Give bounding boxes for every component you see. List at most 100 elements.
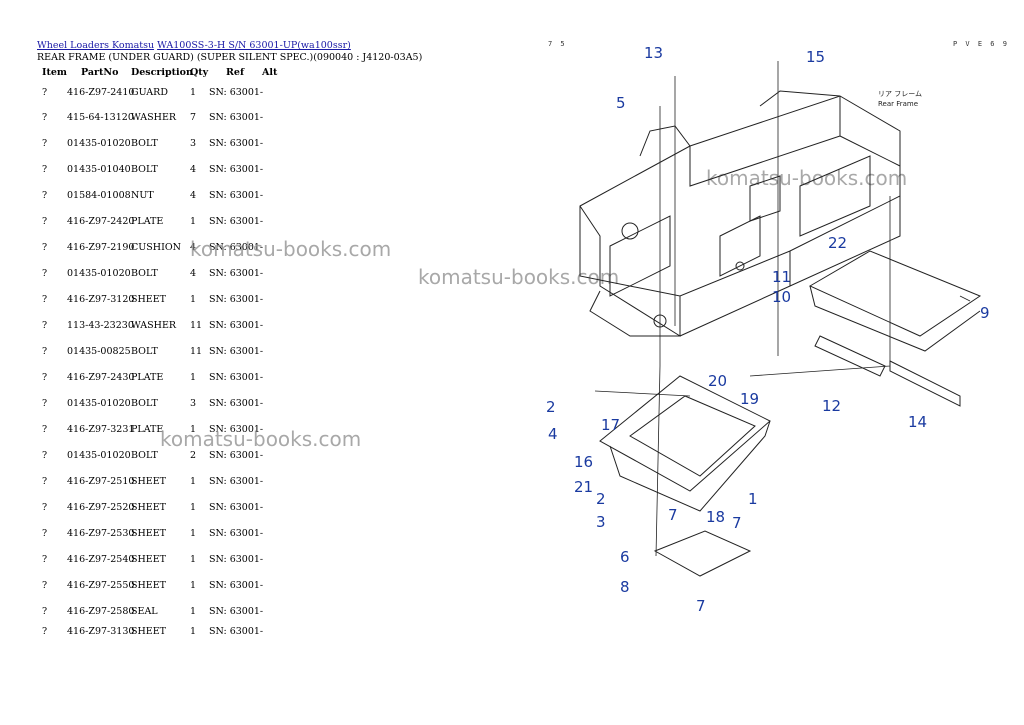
table-cell-partno: 416-Z97-2550 xyxy=(67,580,135,591)
under-guard-drawing xyxy=(599,250,982,577)
table-cell-qty: 4 xyxy=(190,164,197,175)
callout-number: 16 xyxy=(574,453,593,471)
table-cell-item: ? xyxy=(42,502,48,513)
table-cell-description: BOLT xyxy=(131,346,158,357)
table-cell-qty: 1 xyxy=(190,216,197,227)
table-cell-partno: 01435-01040 xyxy=(67,164,131,175)
table-cell-item: ? xyxy=(42,87,48,98)
callout-number: 3 xyxy=(596,513,606,531)
table-cell-item: ? xyxy=(42,268,48,279)
table-cell-partno: 416-Z97-2540 xyxy=(67,554,135,565)
table-cell-item: ? xyxy=(42,138,48,149)
table-cell-description: SHEET xyxy=(131,580,166,591)
table-cell-ref: SN: 63001- xyxy=(209,580,264,591)
table-cell-ref: SN: 63001- xyxy=(209,424,264,435)
table-cell-partno: 01584-01008 xyxy=(67,190,131,201)
table-cell-qty: 11 xyxy=(190,346,203,357)
table-cell-description: BOLT xyxy=(131,398,158,409)
table-cell-ref: SN: 63001- xyxy=(209,320,264,331)
callout-number: 5 xyxy=(616,94,626,112)
table-cell-partno: 113-43-23230 xyxy=(67,320,134,331)
table-cell-qty: 1 xyxy=(190,606,197,617)
table-cell-partno: 416-Z97-2520 xyxy=(67,502,135,513)
table-cell-qty: 1 xyxy=(190,554,197,565)
table-cell-item: ? xyxy=(42,554,48,565)
callout-number: 11 xyxy=(772,268,791,286)
table-cell-ref: SN: 63001- xyxy=(209,346,264,357)
table-cell-qty: 1 xyxy=(190,424,197,435)
page-number-right: P V E 6 9 xyxy=(953,40,1009,48)
table-cell-ref: SN: 63001- xyxy=(209,502,264,513)
table-cell-description: PLATE xyxy=(131,216,164,227)
table-cell-ref: SN: 63001- xyxy=(209,372,264,383)
table-cell-ref: SN: 63001- xyxy=(209,476,264,487)
table-cell-partno: 416-Z97-2530 xyxy=(67,528,135,539)
table-cell-qty: 7 xyxy=(190,112,197,123)
callout-number: 18 xyxy=(706,508,725,526)
table-cell-item: ? xyxy=(42,372,48,383)
callout-number: 2 xyxy=(546,398,556,416)
table-cell-description: SEAL xyxy=(131,606,158,617)
table-cell-ref: SN: 63001- xyxy=(209,268,264,279)
callout-number: 1 xyxy=(748,490,758,508)
table-cell-ref: SN: 63001- xyxy=(209,138,264,149)
table-cell-description: BOLT xyxy=(131,164,158,175)
table-cell-description: WASHER xyxy=(131,320,177,331)
callout-number: 20 xyxy=(708,372,727,390)
breadcrumb: Wheel Loaders Komatsu WA100SS-3-H S/N 63… xyxy=(37,40,351,51)
table-cell-qty: 1 xyxy=(190,626,197,637)
table-cell-item: ? xyxy=(42,164,48,175)
callout-number: 10 xyxy=(772,288,791,306)
table-cell-partno: 416-Z97-2190 xyxy=(67,242,135,253)
col-header-partno: PartNo xyxy=(81,67,119,78)
table-cell-qty: 3 xyxy=(190,138,197,149)
table-cell-ref: SN: 63001- xyxy=(209,294,264,305)
table-cell-ref: SN: 63001- xyxy=(209,164,264,175)
table-cell-qty: 1 xyxy=(190,580,197,591)
table-cell-item: ? xyxy=(42,190,48,201)
callout-number: 4 xyxy=(548,425,558,443)
callout-number: 9 xyxy=(980,304,990,322)
table-cell-qty: 1 xyxy=(190,502,197,513)
watermark: komatsu-books.com xyxy=(160,427,362,451)
col-header-qty: Qty xyxy=(190,67,209,78)
callout-number: 2 xyxy=(596,490,606,508)
table-cell-item: ? xyxy=(42,424,48,435)
table-cell-partno: 416-Z97-2410 xyxy=(67,87,135,98)
svg-text:リア フレーム: リア フレーム xyxy=(878,90,922,98)
table-cell-partno: 416-Z97-2430 xyxy=(67,372,135,383)
table-cell-ref: SN: 63001- xyxy=(209,112,264,123)
table-cell-description: SHEET xyxy=(131,502,166,513)
table-cell-item: ? xyxy=(42,320,48,331)
table-cell-partno: 416-Z97-2420 xyxy=(67,216,135,227)
table-cell-description: BOLT xyxy=(131,450,158,461)
callout-number: 15 xyxy=(806,48,825,66)
table-cell-description: PLATE xyxy=(131,372,164,383)
col-header-item: Item xyxy=(42,67,67,78)
table-cell-qty: 2 xyxy=(190,450,197,461)
table-cell-item: ? xyxy=(42,398,48,409)
watermark: komatsu-books.com xyxy=(190,237,392,261)
breadcrumb-link-model[interactable]: WA100SS-3-H S/N 63001-UP(wa100ssr) xyxy=(157,40,351,51)
leader-lines xyxy=(594,61,971,557)
table-cell-item: ? xyxy=(42,112,48,123)
table-cell-item: ? xyxy=(42,216,48,227)
table-cell-partno: 416-Z97-3130 xyxy=(67,626,135,637)
table-cell-item: ? xyxy=(42,294,48,305)
callout-number: 19 xyxy=(740,390,759,408)
table-cell-ref: SN: 63001- xyxy=(209,450,264,461)
col-header-description: Description xyxy=(131,67,193,78)
table-cell-partno: 416-Z97-2580 xyxy=(67,606,135,617)
table-cell-ref: SN: 63001- xyxy=(209,554,264,565)
table-cell-description: SHEET xyxy=(131,528,166,539)
table-cell-item: ? xyxy=(42,242,48,253)
table-cell-description: SHEET xyxy=(131,626,166,637)
table-cell-description: BOLT xyxy=(131,268,158,279)
table-cell-description: SHEET xyxy=(131,476,166,487)
table-cell-item: ? xyxy=(42,606,48,617)
table-cell-ref: SN: 63001- xyxy=(209,626,264,637)
table-cell-item: ? xyxy=(42,476,48,487)
table-cell-description: GUARD xyxy=(131,87,168,98)
breadcrumb-link-wheel-loaders[interactable]: Wheel Loaders Komatsu xyxy=(37,40,155,51)
